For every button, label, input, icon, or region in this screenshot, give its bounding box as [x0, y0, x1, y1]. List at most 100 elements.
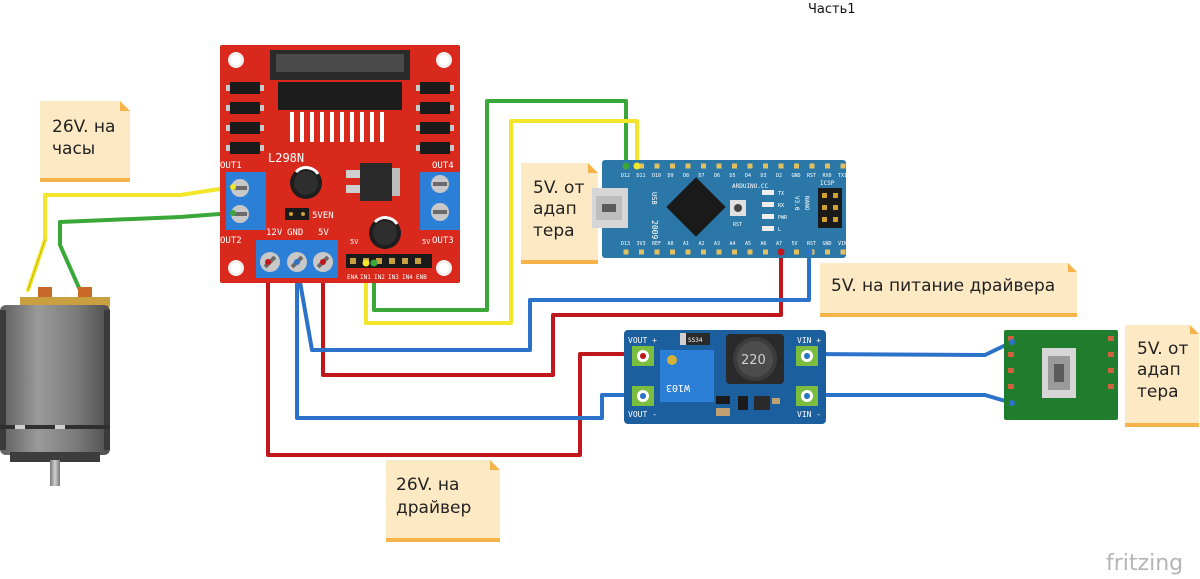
driver-jumper-label: 5VEN: [312, 211, 334, 221]
arduino-nano-board: USB 2009 ARDUINO.CC RST TX RX PWR L V3.0…: [592, 160, 847, 258]
arduino-top-pin-9: [763, 163, 768, 169]
boost-vin-minus-label: VIN -: [797, 410, 821, 419]
boost-inductor-label: 220: [741, 353, 766, 368]
boost-vout-plus-label: VOUT +: [628, 336, 657, 345]
driver-pin-in1: IN1: [360, 274, 371, 281]
arduino-bottom-pin-3: [670, 249, 675, 255]
driver-header-right-label: 5V: [422, 238, 431, 246]
arduino-rst-label: RST: [733, 222, 742, 228]
note-driver-logic: 5V. на питание драйвера: [820, 263, 1077, 317]
note-driver-logic-line1: 5V. на питание драйвера: [831, 276, 1055, 296]
arduino-icsp-label: ICSP: [820, 180, 835, 187]
note-driver-supply-line2: драйвер: [396, 498, 471, 518]
arduino-top-pin-2: [654, 163, 660, 169]
arduino-bottom-pin-1: [639, 249, 644, 255]
driver-power-label-gnd: GND: [287, 228, 303, 238]
arduino-version-label: V3.0: [793, 196, 800, 211]
arduino-bottom-pin-label: A7: [776, 241, 782, 247]
arduino-top-pin-label: D6: [714, 173, 720, 179]
driver-power-label-12v: 12V: [266, 228, 283, 238]
arduino-led-pwr: PWR: [778, 215, 788, 221]
arduino-top-pin-4: [685, 163, 691, 169]
arduino-bottom-pin-label: A4: [730, 241, 736, 247]
note-driver-supply: 26V. на драйвер: [386, 460, 500, 542]
arduino-top-pin-14: [840, 163, 846, 169]
note-adapter-supply: 5V. от адап тера: [1125, 325, 1199, 427]
arduino-top-pin-8: [747, 163, 753, 169]
arduino-top-pin-label: D11: [637, 173, 646, 179]
arduino-top-pin-label: D4: [745, 173, 751, 179]
arduino-led-tx: TX: [778, 191, 784, 197]
note-arduino-supply-line2: адап: [533, 199, 577, 219]
driver-model-label: L298N: [268, 151, 304, 165]
arduino-top-pin-label: D5: [730, 173, 736, 179]
arduino-bottom-pin-label: VIN: [838, 241, 847, 247]
arduino-bottom-pin-8: [747, 249, 753, 255]
note-adapter-supply-line1: 5V. от: [1137, 339, 1188, 359]
driver-out2-label: OUT2: [220, 236, 242, 246]
arduino-bottom-pin-label: A1: [683, 241, 689, 247]
driver-out4-label: OUT4: [432, 161, 454, 171]
arduino-top-pin-1: [639, 163, 644, 169]
wire-endpoints-driver: [230, 184, 378, 267]
arduino-top-pin-label: D9: [668, 173, 674, 179]
note-adapter-supply-line3: тера: [1137, 382, 1179, 402]
wire-green-motor: [58, 211, 235, 292]
arduino-bottom-pin-label: 5V: [792, 241, 798, 247]
arduino-bottom-pin-label: 3V3: [637, 241, 646, 247]
arduino-brand-label: ARDUINO.CC: [732, 183, 769, 190]
wire-endpoints-boost: [640, 353, 810, 399]
arduino-bottom-pin-0: [623, 249, 629, 255]
arduino-top-pin-label: RX0: [823, 173, 832, 179]
note-clock-power-line2: часы: [52, 139, 95, 159]
arduino-bottom-pin-label: D13: [621, 241, 630, 247]
note-adapter-supply-line2: адап: [1137, 360, 1181, 380]
arduino-bottom-pin-label: REF: [652, 241, 661, 247]
wire-blue-vin-minus: [806, 393, 1014, 405]
page-title: Часть1: [808, 2, 856, 17]
arduino-top-pin-12: [809, 163, 815, 169]
arduino-model-label: NANO: [803, 196, 810, 211]
arduino-top-pin-11: [794, 163, 799, 169]
note-clock-power-line1: 26V. на: [52, 117, 115, 137]
driver-pin-in4: IN4: [402, 274, 413, 281]
wire-blue-driver-ground: [295, 263, 642, 420]
arduino-top-pin-label: D8: [683, 173, 689, 179]
arduino-bottom-pin-11: [794, 249, 799, 255]
arduino-bottom-pin-13: [825, 249, 830, 255]
driver-pin-enb: ENB: [416, 274, 427, 281]
wire-green-signal: [372, 99, 628, 312]
note-arduino-supply-line1: 5V. от: [533, 178, 584, 198]
note-arduino-supply: 5V. от адап тера: [521, 163, 598, 264]
driver-power-label-5v: 5V: [318, 228, 329, 238]
note-driver-supply-line1: 26V. на: [396, 475, 459, 495]
arduino-bottom-pin-14: [840, 249, 846, 255]
dc-motor: [0, 287, 110, 486]
arduino-bottom-pin-label: A2: [699, 241, 705, 247]
arduino-bottom-pin-label: A5: [745, 241, 751, 247]
wire-red-driver-power: [266, 263, 642, 457]
arduino-bottom-pin-9: [763, 249, 768, 255]
arduino-bottom-pin-label: A6: [761, 241, 767, 247]
arduino-bottom-pin-label: RST: [807, 241, 816, 247]
arduino-top-pin-label: D12: [621, 173, 630, 179]
wire-red-logic-5v: [321, 250, 783, 377]
arduino-top-pin-7: [732, 163, 737, 169]
arduino-bottom-pin-label: A0: [668, 241, 674, 247]
arduino-bottom-pin-4: [685, 249, 691, 255]
arduino-top-pin-label: GND: [792, 173, 801, 179]
arduino-bottom-pin-label: GND: [823, 241, 832, 247]
driver-pin-ena: ENA: [347, 274, 358, 281]
fritzing-brand: fritzing: [1106, 551, 1183, 576]
arduino-year-label: 2009: [650, 220, 659, 239]
arduino-top-pin-label: D10: [652, 173, 661, 179]
driver-pin-in2: IN2: [374, 274, 385, 281]
wire-endpoints-arduino: [622, 162, 813, 256]
driver-pin-in3: IN3: [388, 274, 399, 281]
arduino-top-pin-6: [716, 163, 722, 169]
arduino-top-pin-label: TX1: [838, 173, 847, 179]
boost-converter-board: VOUT + VOUT - VIN + VIN - SS34 W103 220: [624, 330, 826, 424]
wire-blue-logic-ground: [295, 250, 811, 352]
wire-yellow-motor-edge: [27, 239, 46, 291]
